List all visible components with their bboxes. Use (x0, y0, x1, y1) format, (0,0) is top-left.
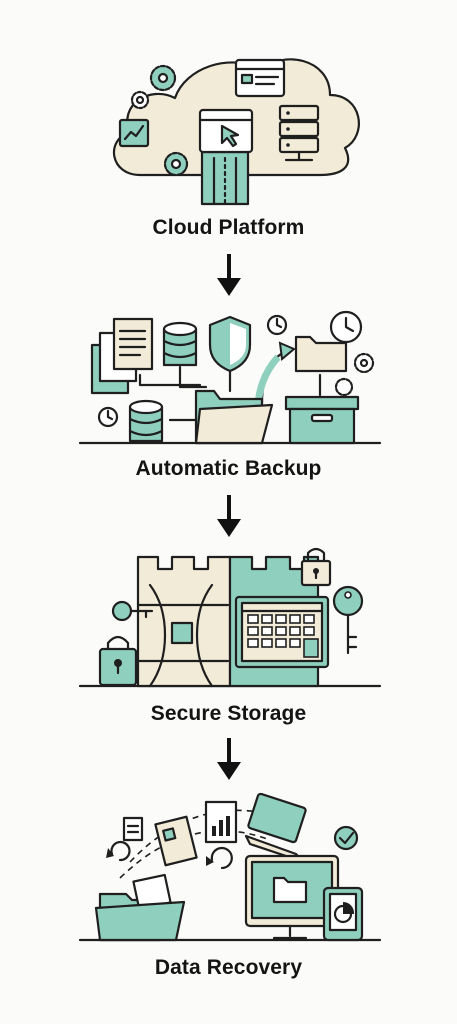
document-icon (154, 815, 198, 867)
step-label-data-recovery: Data Recovery (154, 956, 303, 979)
chart-icon (118, 118, 150, 148)
cloud-platform-illustration (112, 58, 360, 206)
folder-icon (194, 389, 274, 445)
browser-window-icon (234, 58, 286, 98)
gear-icon (353, 352, 375, 374)
key-icon (111, 600, 154, 622)
folder-icon (94, 873, 186, 942)
step-label-secure-storage: Secure Storage (150, 702, 307, 725)
gear-icon (130, 90, 150, 110)
archive-box-icon (284, 395, 360, 445)
calendar-grid-icon (234, 595, 330, 669)
clock-icon (329, 310, 363, 344)
monitor-icon (244, 854, 340, 940)
gear-icon (149, 64, 177, 92)
browser-window-icon (198, 108, 254, 154)
tablet-icon (322, 886, 364, 942)
refresh-icon (206, 846, 233, 870)
secure-storage-illustration (78, 547, 382, 688)
refresh-icon (106, 840, 131, 862)
clock-icon (97, 406, 119, 428)
data-recovery-illustration (78, 792, 382, 942)
checkmark-icon (333, 825, 359, 851)
laptop-icon (244, 792, 307, 864)
step-label-automatic-backup: Automatic Backup (135, 457, 322, 480)
server-icon (278, 104, 320, 162)
folder-icon (294, 335, 348, 373)
document-icon (90, 317, 154, 395)
clock-icon (266, 314, 288, 336)
down-arrow-icon (217, 738, 241, 780)
document-icon (122, 816, 144, 842)
database-icon (162, 321, 198, 367)
step-label-cloud-platform: Cloud Platform (152, 216, 305, 239)
key-icon (332, 585, 364, 655)
gear-icon (334, 377, 354, 397)
chart-icon (204, 800, 238, 844)
down-arrow-icon (217, 254, 241, 296)
database-icon (128, 399, 164, 443)
automatic-backup-illustration (78, 310, 382, 445)
gear-icon (163, 151, 189, 177)
padlock-icon (98, 635, 138, 687)
down-arrow-icon (217, 495, 241, 537)
padlock-icon (300, 547, 332, 587)
